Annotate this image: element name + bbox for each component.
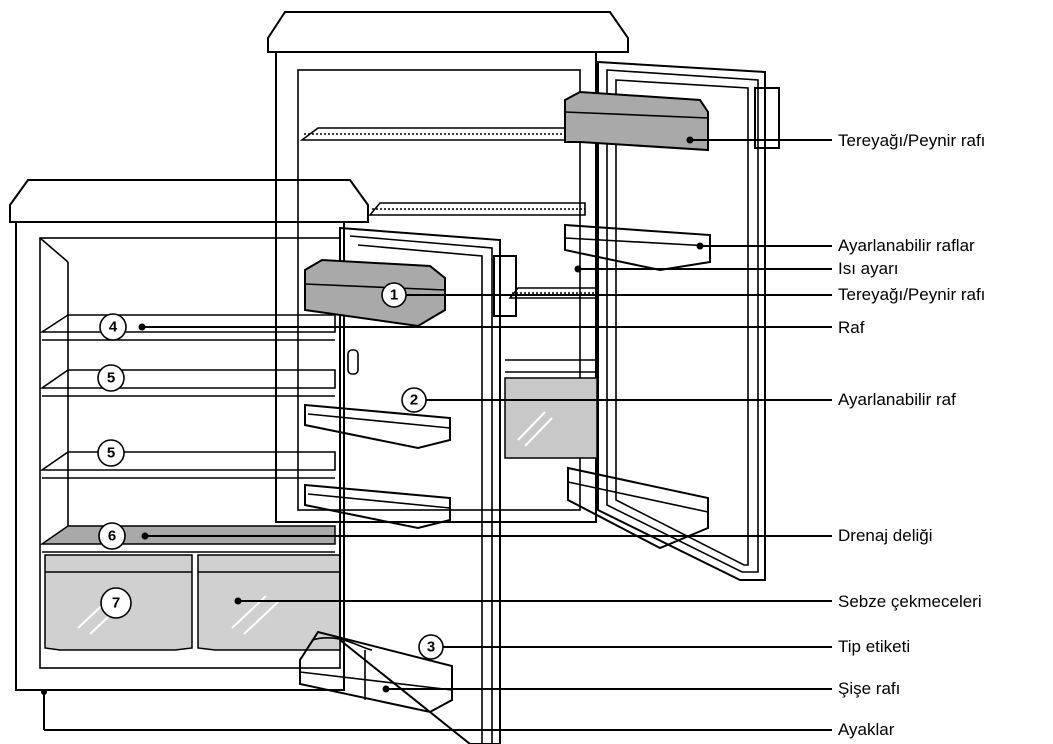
label-crisper-drawers: Sebze çekmeceleri xyxy=(838,592,982,611)
marker-6: 6 xyxy=(98,522,126,550)
label-butter-cheese-back: Tereyağı/Peynir rafı xyxy=(838,131,985,150)
marker-7: 7 xyxy=(100,587,132,619)
callout-labels: Tereyağı/Peynir rafı Ayarlanabilir rafla… xyxy=(838,131,985,739)
back-fridge-top xyxy=(267,11,629,53)
marker-5a: 5 xyxy=(97,364,125,392)
front-shelf-2 xyxy=(39,369,336,397)
back-door-hinge xyxy=(754,87,780,149)
front-thermostat-knob xyxy=(347,349,359,375)
front-bottle-rack xyxy=(299,630,453,714)
front-door-hinge xyxy=(493,255,517,317)
back-fridge-body xyxy=(275,51,597,523)
back-fridge-crisper xyxy=(504,377,598,459)
label-drain-hole: Drenaj deliği xyxy=(838,526,933,545)
marker-5b-text: 5 xyxy=(107,445,115,462)
marker-2: 2 xyxy=(401,387,427,413)
back-door-bottom-bin xyxy=(567,466,709,550)
marker-4: 4 xyxy=(99,313,127,341)
marker-3-text: 3 xyxy=(427,639,435,656)
back-butter-compartment xyxy=(564,90,709,152)
front-crisper-right xyxy=(197,554,341,651)
back-door xyxy=(564,60,780,581)
back-fridge-shelf-3 xyxy=(508,287,599,299)
back-fridge-shelf-2 xyxy=(368,202,586,216)
marker-7-text: 7 xyxy=(112,595,120,612)
label-bottle-rack: Şişe rafı xyxy=(838,679,900,698)
label-thermostat: Isı ayarı xyxy=(838,259,898,278)
front-fridge-body xyxy=(15,221,345,691)
marker-6-text: 6 xyxy=(108,528,116,545)
front-fridge xyxy=(9,179,369,695)
marker-5a-text: 5 xyxy=(107,370,115,387)
back-door-shelf xyxy=(564,223,711,272)
front-shelf-3 xyxy=(39,451,336,479)
front-door xyxy=(299,226,517,744)
back-fridge xyxy=(267,11,629,523)
label-feet: Ayaklar xyxy=(838,720,895,739)
front-fridge-top xyxy=(9,179,369,223)
marker-2-text: 2 xyxy=(410,392,418,409)
back-fridge-interior xyxy=(297,69,581,511)
front-glass-shelf xyxy=(39,525,336,553)
marker-5b: 5 xyxy=(97,439,125,467)
back-fridge-shelf-1 xyxy=(299,127,586,141)
marker-4-text: 4 xyxy=(109,319,118,336)
marker-3: 3 xyxy=(418,634,444,660)
front-door-panel xyxy=(339,226,501,744)
marker-1-text: 1 xyxy=(390,287,398,304)
back-door-panel xyxy=(597,60,766,581)
marker-1: 1 xyxy=(381,282,407,308)
label-adjustable-shelves: Ayarlanabilir raflar xyxy=(838,236,975,255)
front-butter-compartment xyxy=(304,258,446,328)
front-door-shelf-1 xyxy=(304,403,451,450)
label-adjustable-shelf: Ayarlanabilir raf xyxy=(838,390,956,409)
leader-lines xyxy=(43,136,832,731)
front-door-shelf-2 xyxy=(304,483,451,530)
label-type-label: Tip etiketi xyxy=(838,637,910,656)
label-butter-cheese-front: Tereyağı/Peynir rafı xyxy=(838,285,985,304)
label-shelf: Raf xyxy=(838,318,865,337)
